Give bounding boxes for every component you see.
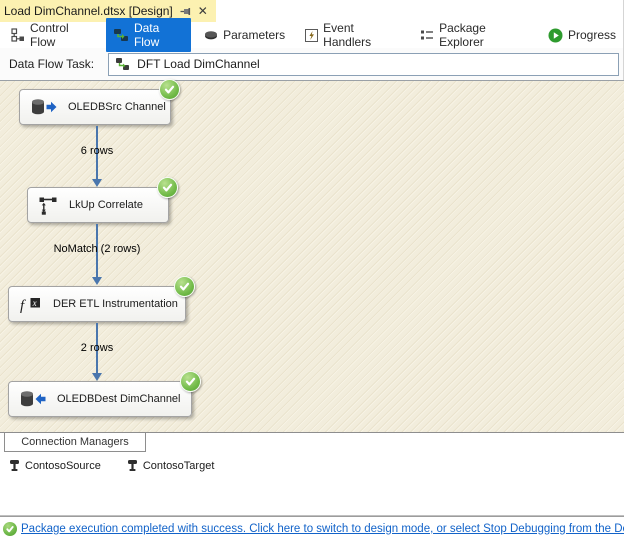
svg-text:f: f (20, 298, 26, 313)
connection-manager-name: ContosoSource (25, 459, 101, 472)
tab-label: Control Flow (30, 21, 69, 49)
dataflow-node-lookup[interactable]: LkUp Correlate (27, 177, 178, 223)
execution-status-bar: Package execution completed with success… (0, 516, 624, 540)
connection-managers-list: ContosoSource ContosoTarget (9, 459, 624, 472)
success-check-icon (180, 371, 201, 392)
document-tab-bar: Load DimChannel.dtsx [Design] ✕ (0, 0, 623, 22)
tab-data-flow[interactable]: Data Flow (105, 18, 192, 52)
close-icon[interactable]: ✕ (197, 4, 208, 18)
connection-manager-name: ContosoTarget (142, 459, 215, 472)
tab-progress[interactable]: Progress (541, 25, 623, 46)
data-flow-icon (113, 28, 129, 42)
pin-icon[interactable] (180, 6, 191, 17)
dataflow-path-label: NoMatch (2 rows) (53, 243, 141, 255)
tab-event-handlers[interactable]: Event Handlers (298, 18, 407, 52)
oledb-source-icon (30, 98, 57, 116)
progress-icon (548, 28, 563, 43)
package-explorer-icon (420, 29, 434, 41)
dataflow-path-label: 6 rows (80, 145, 114, 157)
data-flow-task-value: DFT Load DimChannel (137, 57, 260, 71)
connection-managers-tab[interactable]: Connection Managers (4, 433, 146, 452)
success-check-icon (157, 177, 178, 198)
tab-label: Progress (567, 28, 616, 42)
designer-toolbar: Control Flow Data Flow Parameters Event … (0, 18, 623, 52)
node-label: OLEDBSrc Channel (68, 101, 166, 113)
lookup-icon (38, 195, 58, 215)
tab-control-flow[interactable]: Control Flow (4, 18, 100, 52)
tab-label: Data Flow (133, 21, 160, 49)
data-flow-task-row: Data Flow Task: DFT Load DimChannel (0, 48, 623, 80)
node-label: DER ETL Instrumentation (53, 298, 178, 310)
svg-text:x: x (32, 298, 37, 308)
connection-manager-icon (127, 459, 138, 472)
node-label: OLEDBDest DimChannel (57, 393, 181, 405)
tab-label: Package Explorer (439, 21, 486, 49)
switch-to-design-mode-link[interactable]: Package execution completed with success… (21, 522, 624, 535)
data-flow-task-label: Data Flow Task: (9, 57, 95, 71)
success-check-icon (174, 276, 195, 297)
connection-managers-panel: Connection Managers ContosoSource Contos… (0, 432, 624, 516)
tab-label: Parameters (223, 28, 286, 42)
data-flow-task-combobox[interactable]: DFT Load DimChannel (108, 52, 619, 76)
data-flow-task-icon (115, 57, 130, 71)
document-tab-title: Load DimChannel.dtsx [Design] (4, 4, 173, 18)
success-check-icon (159, 79, 180, 100)
dataflow-node-oledb-source[interactable]: OLEDBSrc Channel (19, 79, 180, 125)
control-flow-icon (11, 28, 25, 42)
connection-manager-contosotarget[interactable]: ContosoTarget (127, 459, 215, 472)
dataflow-path-label: 2 rows (80, 342, 114, 354)
event-handlers-icon (305, 28, 319, 42)
oledb-destination-icon (19, 390, 46, 408)
dataflow-node-oledb-destination[interactable]: OLEDBDest DimChannel (8, 371, 201, 417)
success-check-icon (3, 521, 17, 536)
data-flow-design-surface[interactable]: OLEDBSrc Channel 6 rows LkUp Correlate N… (0, 79, 624, 432)
connection-manager-icon (9, 459, 20, 472)
connection-manager-contososource[interactable]: ContosoSource (9, 459, 101, 472)
node-label: LkUp Correlate (69, 199, 143, 211)
tab-label: Event Handlers (323, 21, 372, 49)
tab-parameters[interactable]: Parameters (197, 25, 292, 45)
document-tab[interactable]: Load DimChannel.dtsx [Design] ✕ (0, 0, 216, 22)
tab-package-explorer[interactable]: Package Explorer (413, 18, 535, 52)
parameters-icon (204, 29, 218, 41)
